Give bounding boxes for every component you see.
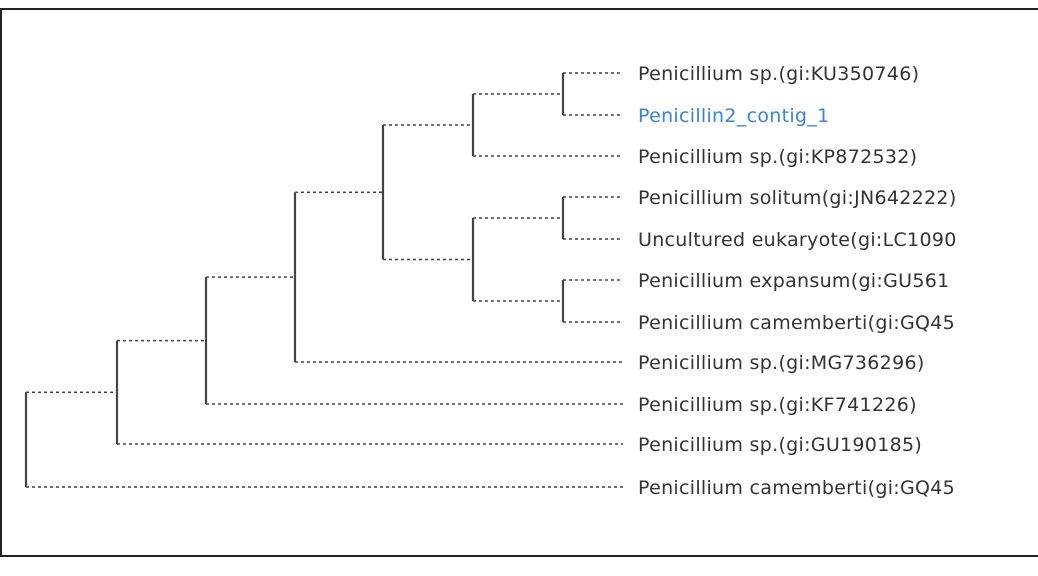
leaf-label: Penicillium sp.(gi:KU350746)	[638, 63, 919, 85]
leaf-label: Penicillium sp.(gi:MG736296)	[638, 352, 925, 374]
leaf-label: Penicillium sp.(gi:KF741226)	[638, 394, 917, 416]
leaf-label: Penicillium sp.(gi:GU190185)	[638, 434, 922, 456]
leaf-label: Penicillium camemberti(gi:GQ45	[638, 477, 955, 499]
leaf-label: Uncultured eukaryote(gi:LC1090	[638, 229, 957, 251]
leaf-label: Penicillium sp.(gi:KP872532)	[638, 146, 917, 168]
leaf-label: Penicillium camemberti(gi:GQ45	[638, 312, 955, 334]
leaf-label: Penicillium solitum(gi:JN642222)	[638, 187, 957, 209]
tree-leaf-labels: Penicillium sp.(gi:KU350746) Penicillin2_…	[638, 63, 957, 499]
query-leaf-label: Penicillin2_contig_1	[638, 105, 829, 127]
tree-branches	[24, 72, 623, 488]
leaf-label: Penicillium expansum(gi:GU561	[638, 270, 949, 292]
figure-border	[0, 8, 1038, 557]
